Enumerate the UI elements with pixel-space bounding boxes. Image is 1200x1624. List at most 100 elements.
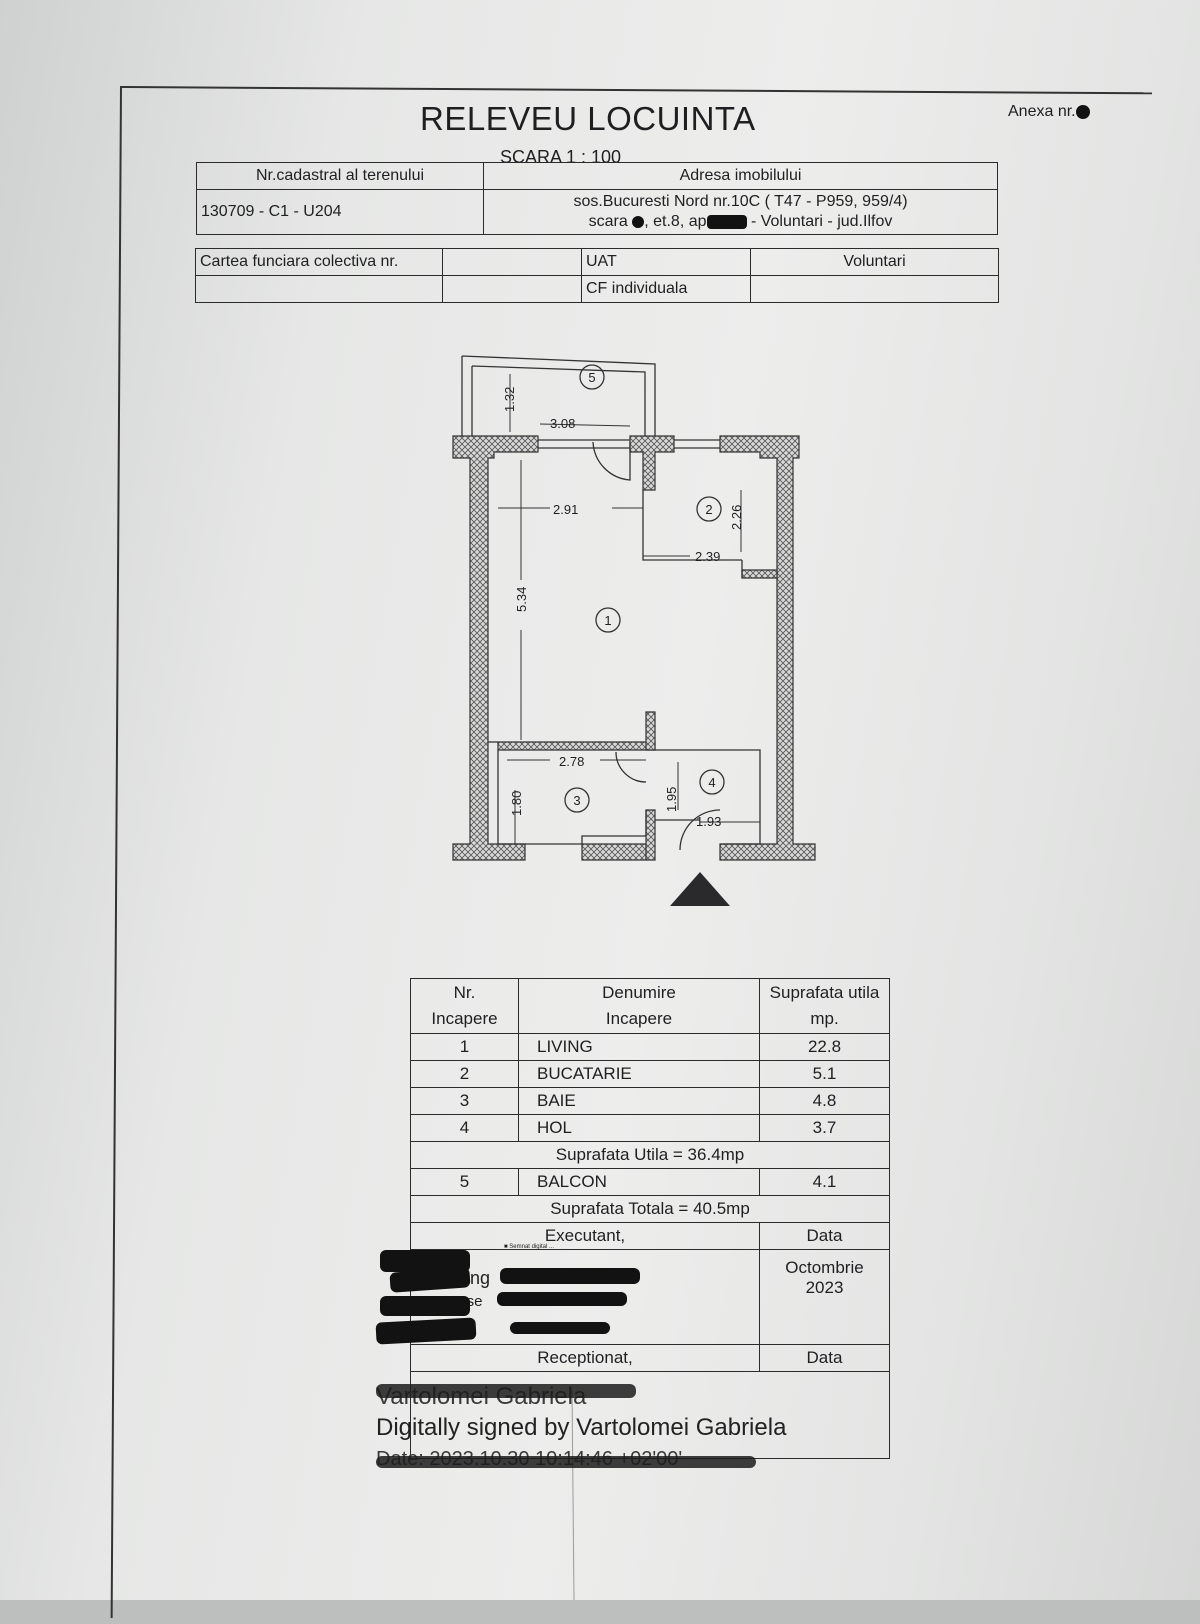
kitchen-partition	[642, 490, 743, 578]
redaction-block	[500, 1268, 640, 1284]
room-area: 5.1	[759, 1060, 890, 1088]
room-4-number: 4	[708, 775, 715, 790]
annex-label: Anexa nr.	[1008, 103, 1090, 121]
dim-bath-height: 1.80	[509, 791, 524, 816]
left-wall	[452, 435, 539, 861]
entrance-arrow-icon	[670, 872, 730, 906]
bath-door	[615, 751, 647, 783]
table-row: 2 BUCATARIE 5.1	[410, 1060, 890, 1088]
room-name: HOL	[518, 1114, 760, 1142]
dim-living-height: 5.34	[514, 587, 529, 612]
room-nr: 1	[410, 1033, 519, 1061]
address-line-2: scara , et.8, ap - Voluntari - jud.Ilfov	[488, 212, 993, 232]
walls	[452, 435, 816, 861]
right-wall	[719, 435, 816, 861]
redaction-block	[497, 1292, 627, 1306]
uat-label: UAT	[581, 248, 751, 276]
room-area: 22.8	[759, 1033, 890, 1061]
address-scara: scara	[588, 213, 628, 230]
entry-door	[679, 809, 721, 851]
room-nr: 3	[410, 1087, 519, 1115]
table-row: 5 BALCON 4.1	[410, 1168, 890, 1196]
dim-kitchen-width: 2.39	[695, 549, 720, 564]
address-city: - Voluntari - jud.Ilfov	[746, 213, 893, 230]
dim-balcony-width: 3.08	[550, 416, 575, 431]
useful-area-total: Suprafata Utila = 36.4mp	[410, 1141, 890, 1169]
room-2-number: 2	[705, 502, 712, 517]
room-name: LIVING	[518, 1033, 760, 1061]
room-nr: 5	[410, 1168, 519, 1196]
cadastral-table: Nr.cadastral al terenului Adresa imobilu…	[196, 162, 998, 235]
land-book-table: Cartea funciara colectiva nr. UAT Volunt…	[195, 248, 999, 303]
dim-hall-width: 1.93	[696, 814, 721, 829]
cadastral-nr-label: Nr.cadastral al terenului	[196, 162, 484, 190]
room-name: BUCATARIE	[518, 1060, 760, 1088]
room-nr: 2	[410, 1060, 519, 1088]
table-row: 1 LIVING 22.8	[410, 1033, 890, 1061]
address-floor: , et.8, ap	[644, 213, 707, 230]
bath-partition-post	[645, 711, 656, 751]
bath-bottom-wall	[581, 843, 647, 861]
room-1-number: 1	[604, 613, 611, 628]
room-markers	[564, 364, 725, 813]
table-row: 3 BAIE 4.8	[410, 1087, 890, 1115]
dimension-lines	[498, 374, 760, 844]
room-3-number: 3	[573, 793, 580, 808]
dim-balcony-depth: 1.32	[502, 387, 517, 412]
redaction-block	[380, 1296, 470, 1316]
strike-redaction	[376, 1384, 636, 1398]
col-nr-header: Nr.Incapere	[410, 978, 519, 1034]
balcony-door	[592, 441, 631, 481]
room-numbers: 5 2 1 3 4	[573, 370, 715, 808]
redaction-dot	[632, 215, 645, 228]
date-value: Octombrie 2023	[759, 1249, 890, 1345]
cf-label: CF individuala	[581, 275, 751, 303]
annex-text: Anexa nr.	[1008, 103, 1076, 120]
room-area: 3.7	[759, 1114, 890, 1142]
address-value: sos.Bucuresti Nord nr.10C ( T47 - P959, …	[483, 189, 998, 235]
land-book-label: Cartea funciara colectiva nr.	[195, 248, 443, 276]
document-title: RELEVEU LOCUINTA	[420, 100, 756, 137]
room-2-marker	[696, 496, 722, 522]
dim-living-width: 2.91	[553, 502, 578, 517]
kitchen-counter-wall	[741, 569, 778, 579]
land-book-value	[442, 248, 582, 276]
room-4-marker	[699, 769, 725, 795]
empty-cell	[750, 275, 999, 303]
redaction-dot	[1075, 104, 1090, 119]
empty-cell	[195, 275, 443, 303]
room-5-marker	[579, 364, 605, 390]
bath-partition	[497, 741, 656, 751]
dim-kitchen-height: 2.26	[729, 505, 744, 530]
room-name: BALCON	[518, 1168, 760, 1196]
windows	[538, 439, 720, 449]
room-area: 4.1	[759, 1168, 890, 1196]
redaction-block	[380, 1250, 470, 1272]
address-line-1: sos.Bucuresti Nord nr.10C ( T47 - P959, …	[573, 193, 908, 210]
executant-fragment: ing	[466, 1268, 491, 1288]
table-row: 4 HOL 3.7	[410, 1114, 890, 1142]
empty-cell	[442, 275, 582, 303]
dimension-labels: 1.32 3.08 2.91 2.26 2.39 5.34 2.78 1.80 …	[502, 387, 744, 829]
dim-hall-height: 1.95	[664, 787, 679, 812]
stamp-text: ■ Semnat digital ...	[504, 1244, 554, 1250]
redaction-block	[510, 1322, 610, 1334]
room-1-marker	[595, 607, 621, 633]
strike-redaction	[376, 1456, 756, 1468]
executant-label: Executant,	[410, 1222, 760, 1250]
room-area: 4.8	[759, 1087, 890, 1115]
bath-inner	[497, 750, 647, 845]
plan-lines	[461, 355, 761, 851]
room-nr: 4	[410, 1114, 519, 1142]
balcony-outline	[461, 355, 656, 436]
receptionat-label: Receptionat,	[410, 1344, 760, 1372]
kitchen-wall-block	[629, 435, 675, 491]
dim-bath-width: 2.78	[559, 754, 584, 769]
hall-inner	[655, 749, 761, 845]
date-label: Data	[759, 1222, 890, 1250]
bath-door-jamb	[645, 809, 656, 861]
